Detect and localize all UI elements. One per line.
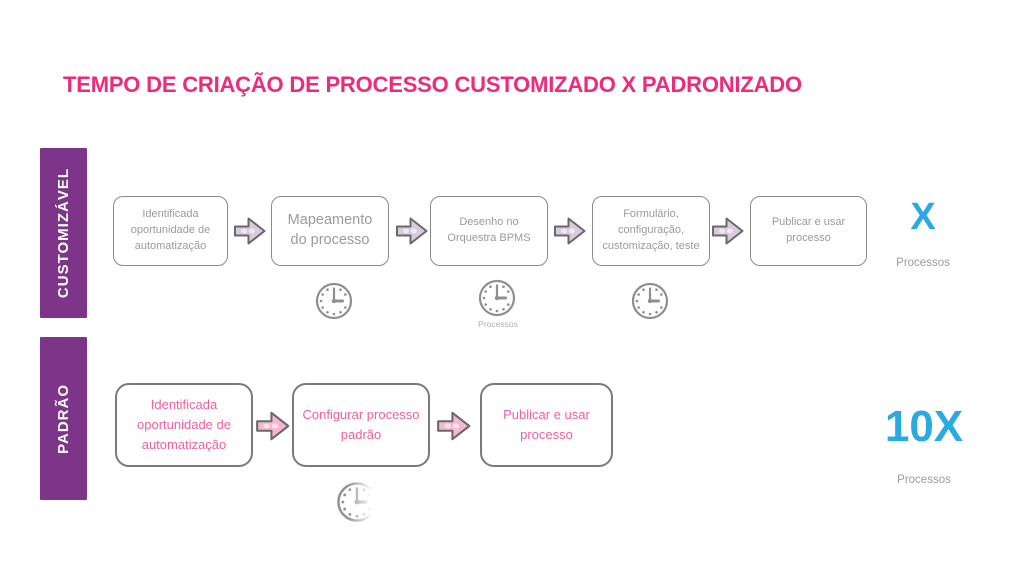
clock-icon xyxy=(631,282,669,320)
step-box-configurar-padrao: Configurar processo padrão xyxy=(292,383,430,467)
clock-icon xyxy=(315,282,353,320)
block-arrow-right-icon xyxy=(396,217,428,245)
step-label: Identificada oportunidade de automatizaç… xyxy=(130,208,211,252)
step-label: Publicar e usar processo xyxy=(771,216,846,244)
block-arrow-right-icon xyxy=(234,217,266,245)
step-label: Identificada oportunidade de automatizaç… xyxy=(137,396,231,453)
clock-caption: Processos xyxy=(478,319,518,329)
step-box-publicar-usar-padrao: Publicar e usar processo xyxy=(480,383,613,467)
result-caption: Processos xyxy=(896,257,950,269)
result-caption: Processos xyxy=(897,474,951,486)
step-label: Desenho no Orquestra BPMS xyxy=(447,216,531,244)
step-box-publicar-usar: Publicar e usar processo xyxy=(750,196,867,266)
block-arrow-right-icon xyxy=(554,217,586,245)
step-label: Publicar e usar processo xyxy=(503,406,590,442)
result-multiplier-customizavel: X xyxy=(910,196,936,238)
step-label: Mapeamento do processo xyxy=(287,212,373,248)
step-box-mapeamento: Mapeamento do processo xyxy=(271,196,389,266)
page-title: TEMPO DE CRIAÇÃO DE PROCESSO CUSTOMIZADO… xyxy=(63,72,802,97)
block-arrow-right-icon xyxy=(256,411,290,441)
step-label: Formulário, configuração, customização, … xyxy=(602,208,700,252)
step-box-identificada-oportunidade: Identificada oportunidade de automatizaç… xyxy=(113,196,228,266)
clock-fade-overlay xyxy=(347,476,385,528)
step-label: Configurar processo padrão xyxy=(302,406,420,442)
step-box-identificada-oportunidade-padrao: Identificada oportunidade de automatizaç… xyxy=(115,383,253,467)
row-band-padrao: PADRÃO xyxy=(40,337,87,500)
block-arrow-right-icon xyxy=(437,411,471,441)
row-label-customizavel: CUSTOMIZÁVEL xyxy=(55,167,72,299)
row-band-customizavel: CUSTOMIZÁVEL xyxy=(40,148,87,318)
step-box-formulario-configuracao: Formulário, configuração, customização, … xyxy=(592,196,710,266)
row-label-padrao: PADRÃO xyxy=(55,383,72,454)
step-box-desenho-bpms: Desenho no Orquestra BPMS xyxy=(430,196,548,266)
clock-icon xyxy=(478,279,516,317)
clock-icon-faded xyxy=(333,476,385,528)
result-multiplier-padrao: 10X xyxy=(884,402,964,451)
block-arrow-right-icon xyxy=(712,217,744,245)
